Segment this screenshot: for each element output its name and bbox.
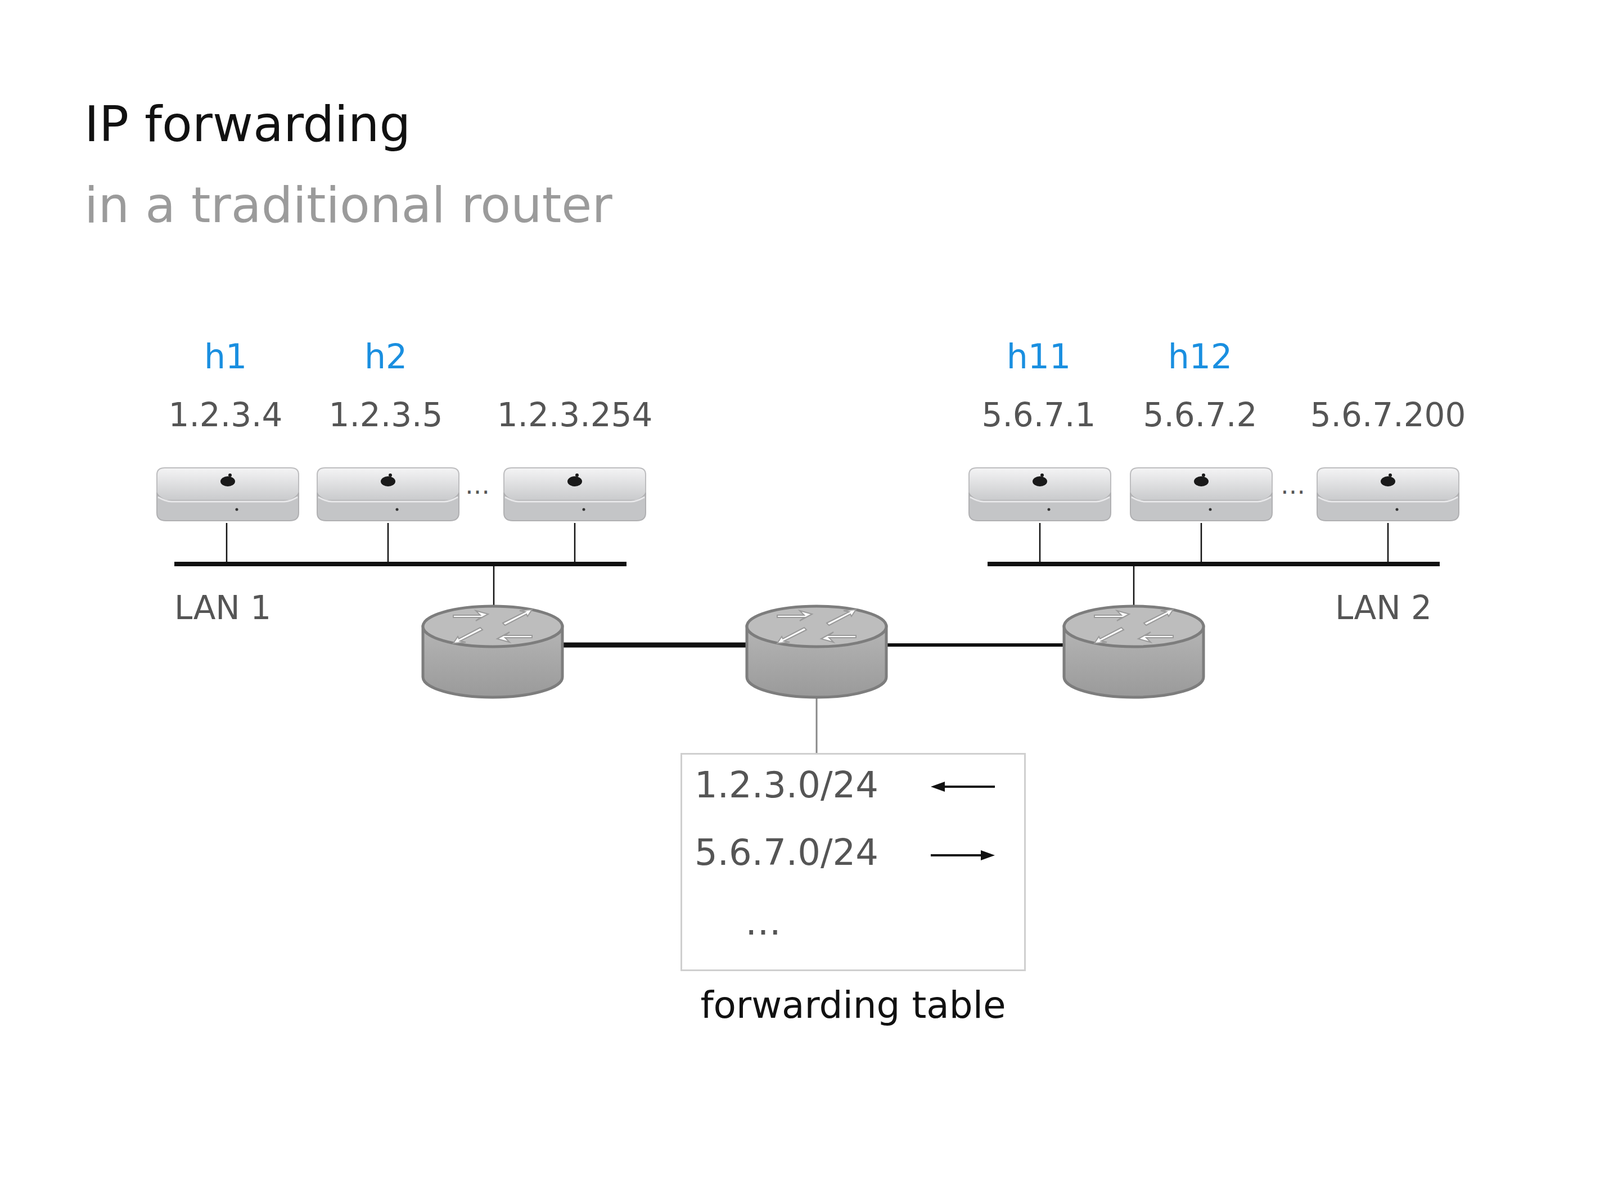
host-node: h2 1.2.3.5 [301,337,471,526]
table-entry: 1.2.3.0/24 [694,764,879,807]
ip-address: 1.2.3.254 [497,396,653,435]
ellipsis: … [1280,471,1306,500]
router-link [556,642,751,648]
host-node: h11 5.6.7.1 [954,337,1124,526]
host-computer [1130,467,1273,521]
lan-label: LAN 1 [174,589,272,628]
ip-address: 1.2.3.4 [168,396,283,435]
direction-arrows [930,781,995,861]
host-node: 1.2.3.254 [490,337,660,526]
host-computer [1317,467,1459,521]
ip-address: 5.6.7.200 [1310,396,1467,435]
ellipsis: … [465,471,490,500]
host-node: 5.6.7.200 [1303,337,1473,526]
ip-address: 5.6.7.1 [981,396,1097,435]
lan-line [987,561,1440,567]
diagram-title: IP forwarding [84,95,411,153]
host-name: h2 [364,337,408,377]
table-entry: 5.6.7.0/24 [694,832,879,874]
host-computer [503,467,646,521]
host-name: h1 [204,337,247,377]
table-stem [816,697,818,754]
ip-address: 1.2.3.5 [328,396,444,435]
host-stems [226,523,1388,608]
lan-label: LAN 2 [1335,589,1432,628]
ip-address: 5.6.7.2 [1143,396,1258,435]
table-ellipsis: … [745,902,782,944]
table-caption: forwarding table [700,984,1006,1027]
host-computer [968,467,1111,521]
lan-line [174,561,627,567]
host-name: h12 [1168,337,1233,377]
router-link [882,643,1069,647]
host-node: h1 1.2.3.4 [141,337,310,526]
host-computer [317,467,459,521]
router-symbol [422,606,563,698]
diagram-subtitle: in a traditional router [84,176,613,234]
router-symbol [1064,606,1204,698]
router-symbol [746,606,887,698]
host-computer [156,467,299,521]
host-name: h11 [1006,337,1071,377]
host-node: h12 5.6.7.2 [1115,337,1285,526]
forwarding-table: 1.2.3.0/245.6.7.0/24…forwarding table [680,753,1026,972]
